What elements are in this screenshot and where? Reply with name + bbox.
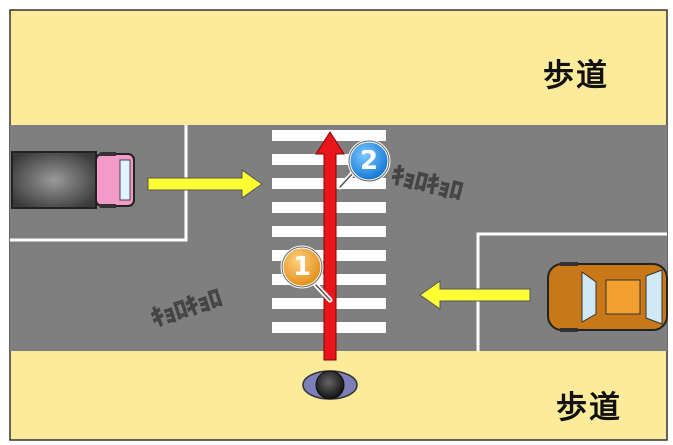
badge-2-number: 2 — [359, 146, 379, 176]
badge-1-magnifier-icon — [280, 245, 333, 303]
pedestrian — [302, 370, 358, 400]
car-direction-arrow — [419, 280, 531, 310]
sidewalk-label-top: 歩道 — [543, 58, 609, 94]
car — [547, 262, 668, 332]
pedestrian-path-arrow — [315, 131, 345, 361]
truck-direction-arrow — [147, 169, 263, 199]
badge-1-number: 1 — [292, 252, 312, 282]
sidewalk-label-bottom: 歩道 — [556, 390, 622, 426]
truck — [11, 151, 135, 209]
curb-line-left — [10, 125, 188, 242]
curb-line-right — [476, 232, 667, 351]
badge-2-magnifier-icon — [337, 139, 391, 190]
